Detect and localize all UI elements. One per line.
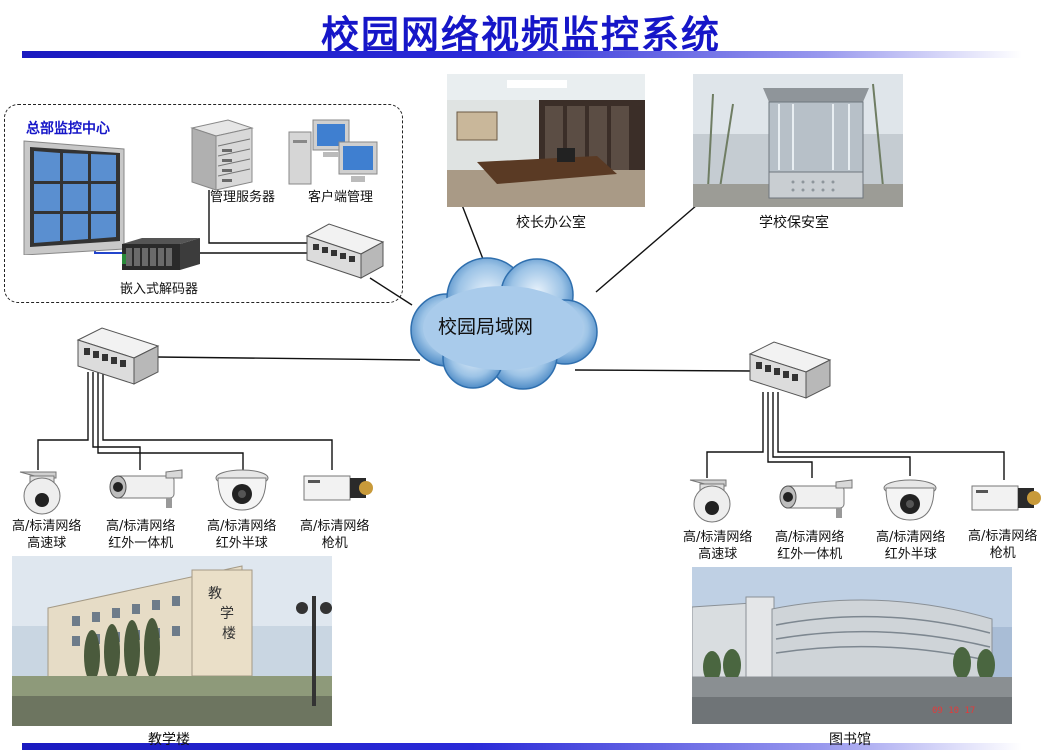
svg-text:学: 学 [220, 606, 234, 622]
ir-dome-camera-icon [883, 479, 937, 521]
teaching-building-photo: 教 学 楼 [12, 556, 332, 726]
camera-label: 高/标清网络 枪机 [968, 529, 1038, 561]
server-icon [190, 119, 254, 191]
title-underline [22, 51, 1022, 58]
footer-bar [22, 743, 1022, 750]
hq-label: 总部监控中心 [26, 121, 110, 137]
principal-office-label: 校长办公室 [516, 215, 586, 231]
camera-label: 高/标清网络 红外一体机 [775, 530, 845, 562]
camera-label: 高/标清网络 红外半球 [876, 530, 946, 562]
library-label: 图书馆 [829, 732, 871, 748]
ir-bullet-camera-icon [779, 479, 853, 518]
client-label: 客户端管理 [308, 190, 374, 205]
camera-label: 高/标清网络 红外一体机 [106, 519, 176, 551]
speed-dome-camera-icon [19, 471, 61, 515]
cloud-label: 校园局域网 [438, 316, 534, 338]
client-pc-icon [288, 119, 378, 185]
security-room-label: 学校保安室 [759, 215, 829, 231]
ir-dome-camera-icon [215, 469, 269, 511]
hq-switch-icon [305, 223, 385, 279]
svg-text:楼: 楼 [222, 626, 236, 642]
teaching-building-label: 教学楼 [148, 732, 190, 748]
camera-label: 高/标清网络 高速球 [12, 519, 82, 551]
library-photo: 09 10 17 [692, 567, 1012, 724]
hq-control-center-group [4, 104, 403, 303]
decoder-label: 嵌入式解码器 [120, 282, 199, 297]
principal-office-photo [447, 74, 645, 207]
left-switch-icon [76, 327, 160, 385]
photo-timestamp: 09 10 17 [932, 706, 975, 716]
page-title: 校园网络视频监控系统 [320, 12, 721, 57]
camera-label: 高/标清网络 高速球 [683, 530, 753, 562]
box-camera-icon [971, 485, 1041, 511]
building-sign: 教 [208, 586, 222, 602]
campus-lan-cloud-icon [410, 257, 598, 390]
speed-dome-camera-icon [689, 479, 731, 523]
ir-bullet-camera-icon [109, 469, 183, 508]
right-switch-icon [748, 341, 832, 399]
decoder-icon [122, 238, 200, 270]
box-camera-icon [303, 475, 373, 501]
video-wall-icon [23, 140, 125, 255]
security-room-photo [693, 74, 903, 207]
camera-label: 高/标清网络 红外半球 [207, 519, 277, 551]
camera-label: 高/标清网络 枪机 [300, 519, 370, 551]
server-label: 管理服务器 [210, 190, 276, 205]
